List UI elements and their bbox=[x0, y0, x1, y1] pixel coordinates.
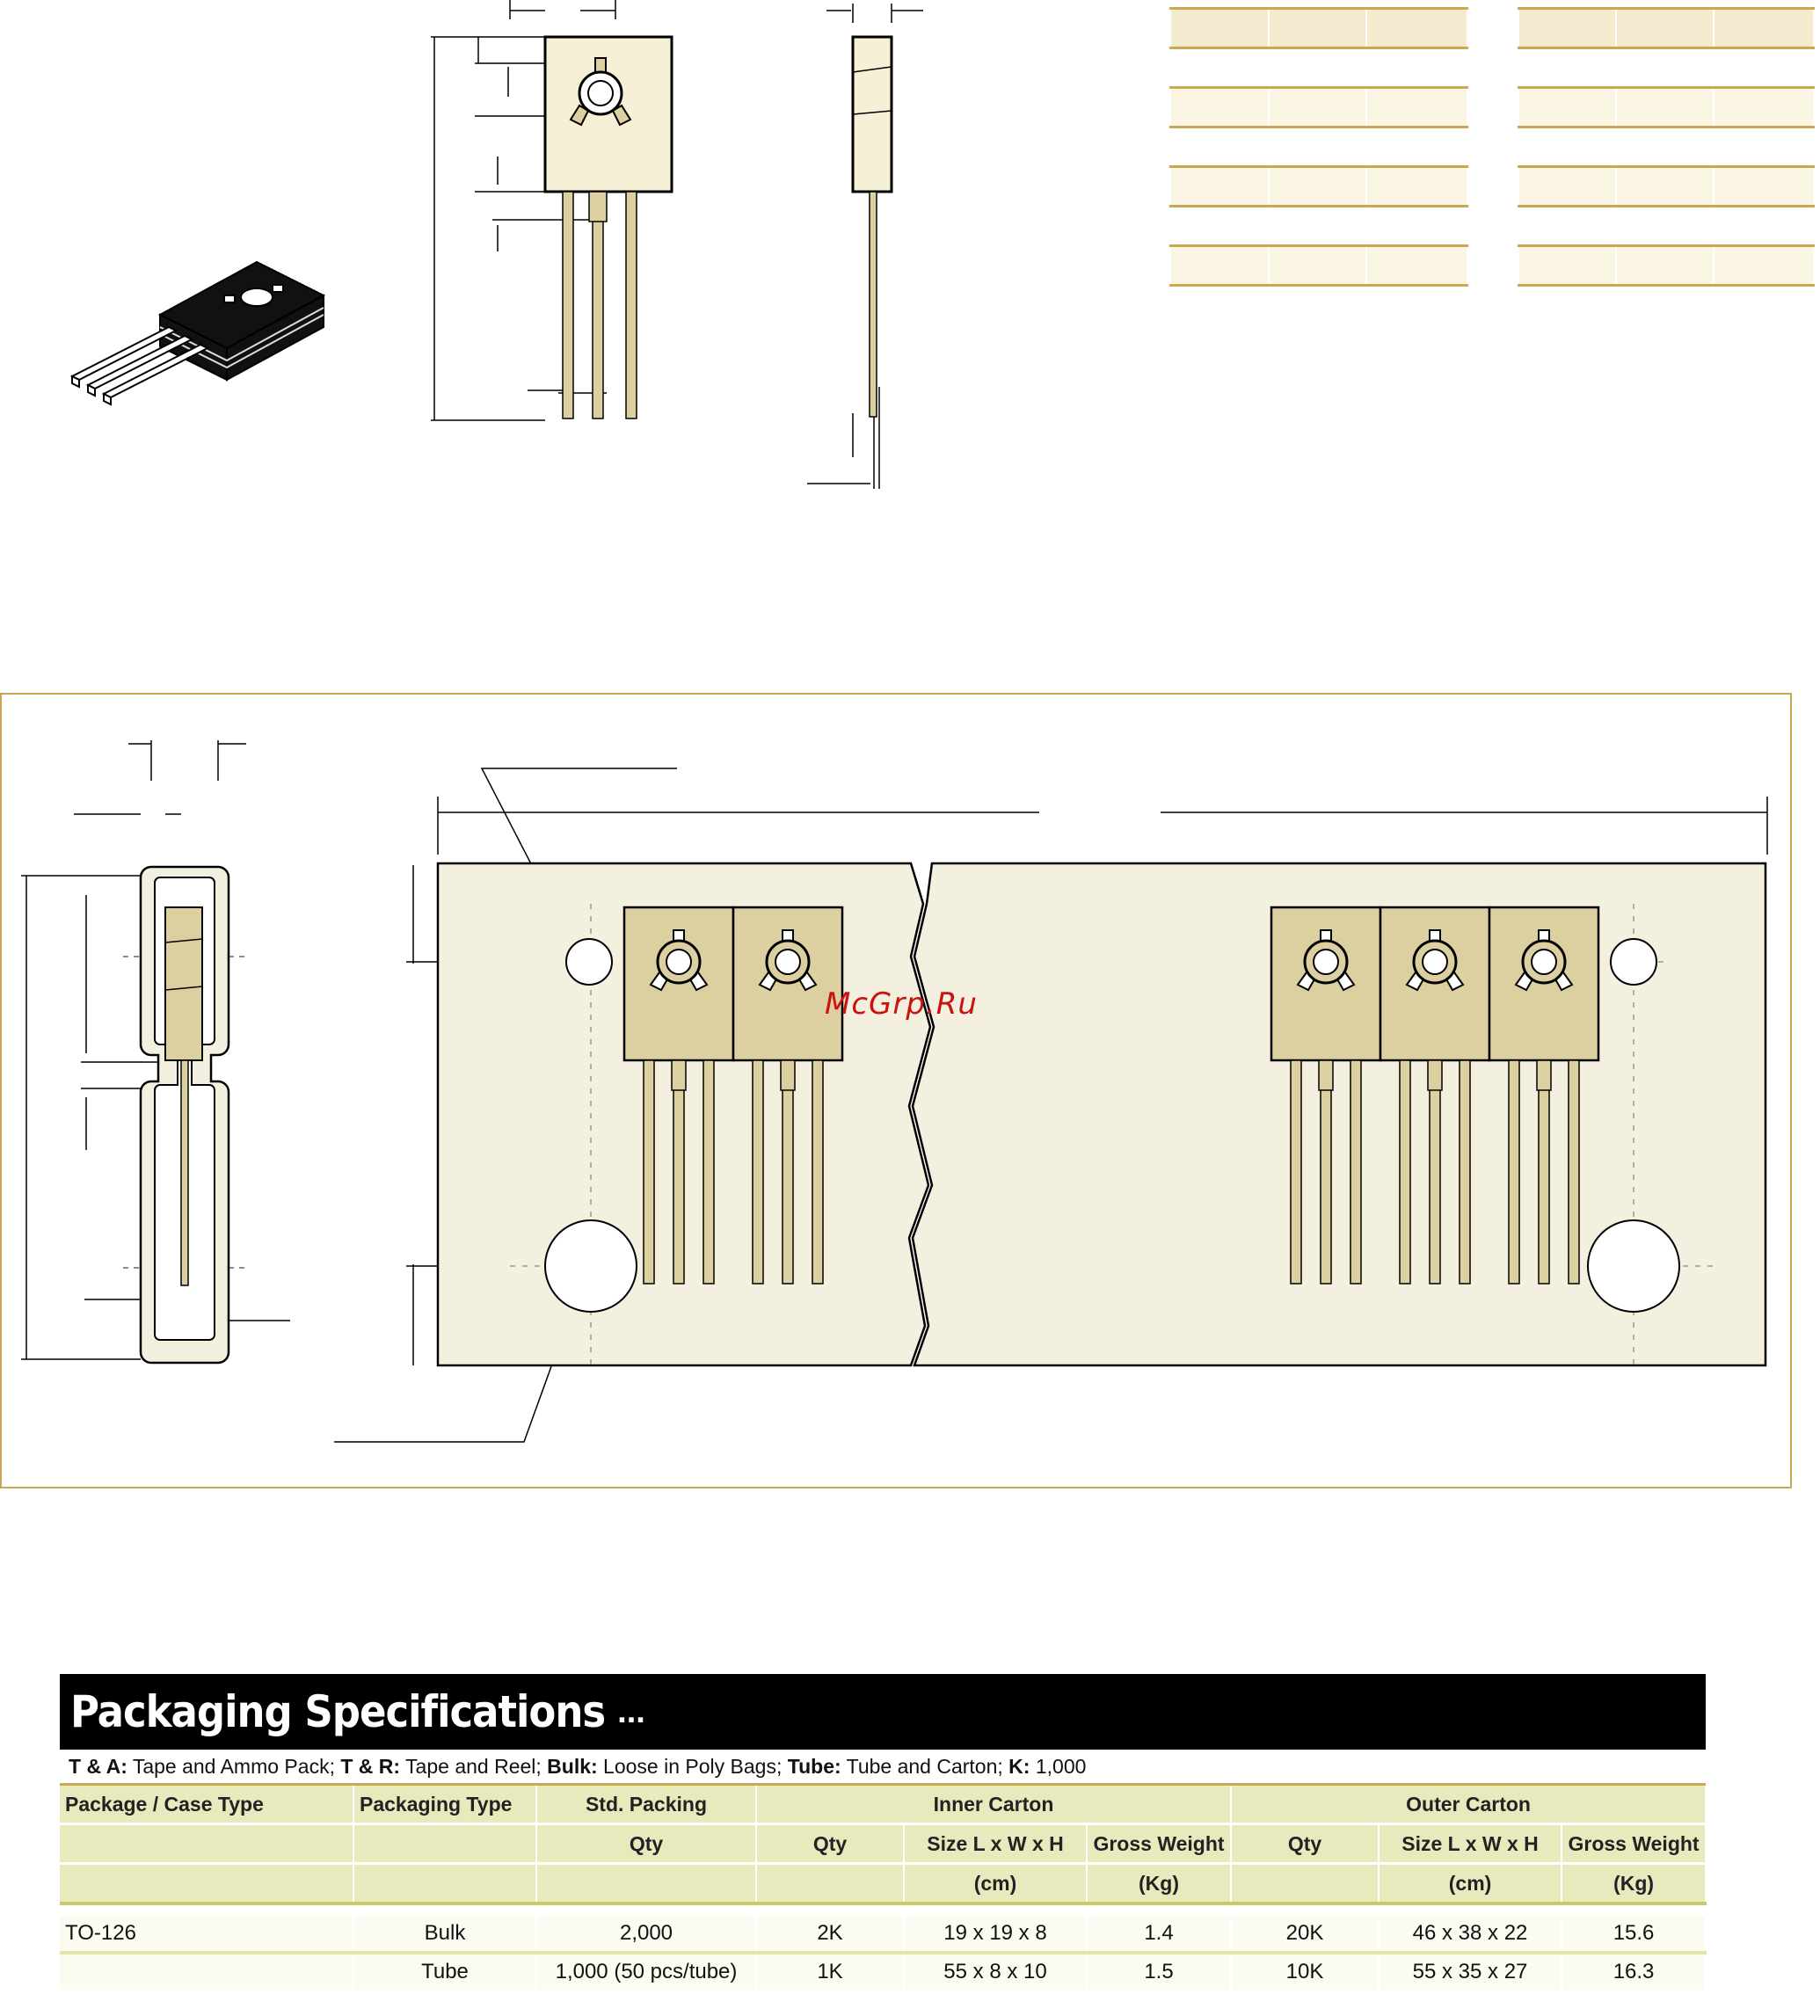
header-outer-size-unit: (cm) bbox=[1379, 1863, 1563, 1905]
cell-package bbox=[60, 1953, 354, 1990]
cell-outer-size: 55 x 35 x 27 bbox=[1379, 1953, 1563, 1990]
cell-package: TO-126 bbox=[60, 1916, 354, 1954]
header-outer-size: Size L x W x H bbox=[1379, 1823, 1563, 1865]
watermark-text: McGrp.Ru bbox=[825, 986, 978, 1022]
legend-key-ta: T & A: bbox=[69, 1755, 127, 1778]
table-row: Tube 1,000 (50 pcs/tube) 1K 55 x 8 x 10 … bbox=[60, 1953, 1707, 1990]
header-empty bbox=[353, 1823, 537, 1865]
legend-value-k: 1,000 bbox=[1030, 1755, 1087, 1778]
legend-key-tube: Tube: bbox=[787, 1755, 841, 1778]
header-package-case-type: Package / Case Type bbox=[60, 1786, 354, 1825]
table-row: TO-126 Bulk 2,000 2K 19 x 19 x 8 1.4 20K… bbox=[60, 1916, 1707, 1954]
legend-value-ta: Tape and Ammo Pack; bbox=[127, 1755, 341, 1778]
cell-std-qty: 2,000 bbox=[536, 1916, 757, 1954]
cell-inner-size: 19 x 19 x 8 bbox=[904, 1916, 1088, 1954]
header-inner-weight: Gross Weight bbox=[1087, 1823, 1233, 1865]
header-empty bbox=[1231, 1863, 1380, 1905]
header-empty bbox=[353, 1863, 537, 1905]
legend-key-k: K: bbox=[1008, 1755, 1030, 1778]
header-empty bbox=[60, 1863, 354, 1905]
packaging-spec-table: Package / Case Type Packaging Type Std. … bbox=[60, 1786, 1707, 1990]
header-inner-carton: Inner Carton bbox=[756, 1786, 1233, 1825]
cell-outer-size: 46 x 38 x 22 bbox=[1379, 1916, 1563, 1954]
cell-inner-size: 55 x 8 x 10 bbox=[904, 1953, 1088, 1990]
header-inner-qty: Qty bbox=[756, 1823, 905, 1865]
package-3d-illustration bbox=[69, 260, 326, 406]
header-std-packing: Std. Packing bbox=[536, 1786, 757, 1825]
cell-inner-weight: 1.4 bbox=[1087, 1916, 1233, 1954]
tape-drawing-frame bbox=[0, 693, 1792, 1488]
legend-key-bulk: Bulk: bbox=[547, 1755, 598, 1778]
cell-inner-qty: 2K bbox=[756, 1916, 905, 1954]
cell-outer-qty: 10K bbox=[1231, 1953, 1380, 1990]
tape-transistor-group-left bbox=[622, 906, 844, 1285]
header-inner-weight-unit: (Kg) bbox=[1087, 1863, 1233, 1905]
cell-outer-qty: 20K bbox=[1231, 1916, 1380, 1954]
header-empty bbox=[756, 1863, 905, 1905]
legend-value-bulk: Loose in Poly Bags; bbox=[597, 1755, 788, 1778]
header-inner-size: Size L x W x H bbox=[904, 1823, 1088, 1865]
header-empty bbox=[60, 1823, 354, 1865]
header-outer-carton: Outer Carton bbox=[1231, 1786, 1707, 1825]
packaging-specifications: Packaging Specifications ... T & A: Tape… bbox=[60, 1674, 1707, 1990]
cell-outer-weight: 15.6 bbox=[1562, 1916, 1707, 1954]
side-view-drawing bbox=[807, 4, 923, 489]
cell-inner-qty: 1K bbox=[756, 1953, 905, 1990]
legend-value-tube: Tube and Carton; bbox=[841, 1755, 1009, 1778]
packaging-title-bar: Packaging Specifications ... bbox=[60, 1674, 1706, 1750]
packaging-title: Packaging Specifications bbox=[70, 1686, 606, 1737]
cell-inner-weight: 1.5 bbox=[1087, 1953, 1233, 1990]
header-std-qty: Qty bbox=[536, 1823, 757, 1865]
header-packaging-type: Packaging Type bbox=[353, 1786, 537, 1825]
dimension-table-right bbox=[1518, 7, 1816, 287]
header-outer-weight-unit: (Kg) bbox=[1562, 1863, 1707, 1905]
header-outer-weight: Gross Weight bbox=[1562, 1823, 1707, 1865]
tape-transistor-group-right bbox=[1270, 906, 1600, 1285]
packaging-legend: T & A: Tape and Ammo Pack; T & R: Tape a… bbox=[60, 1750, 1706, 1786]
header-empty bbox=[536, 1863, 757, 1905]
header-inner-size-unit: (cm) bbox=[904, 1863, 1088, 1905]
packaging-title-ellipsis: ... bbox=[617, 1692, 645, 1730]
dimension-table-left bbox=[1169, 7, 1468, 287]
front-view-drawing bbox=[431, 0, 673, 421]
cell-packaging-type: Tube bbox=[353, 1953, 537, 1990]
cell-outer-weight: 16.3 bbox=[1562, 1953, 1707, 1990]
header-outer-qty: Qty bbox=[1231, 1823, 1380, 1865]
cell-packaging-type: Bulk bbox=[353, 1916, 537, 1954]
cell-std-qty: 1,000 (50 pcs/tube) bbox=[536, 1953, 757, 1990]
tape-and-tube-drawing bbox=[21, 740, 1768, 1443]
legend-key-tr: T & R: bbox=[340, 1755, 401, 1778]
legend-value-tr: Tape and Reel; bbox=[400, 1755, 548, 1778]
